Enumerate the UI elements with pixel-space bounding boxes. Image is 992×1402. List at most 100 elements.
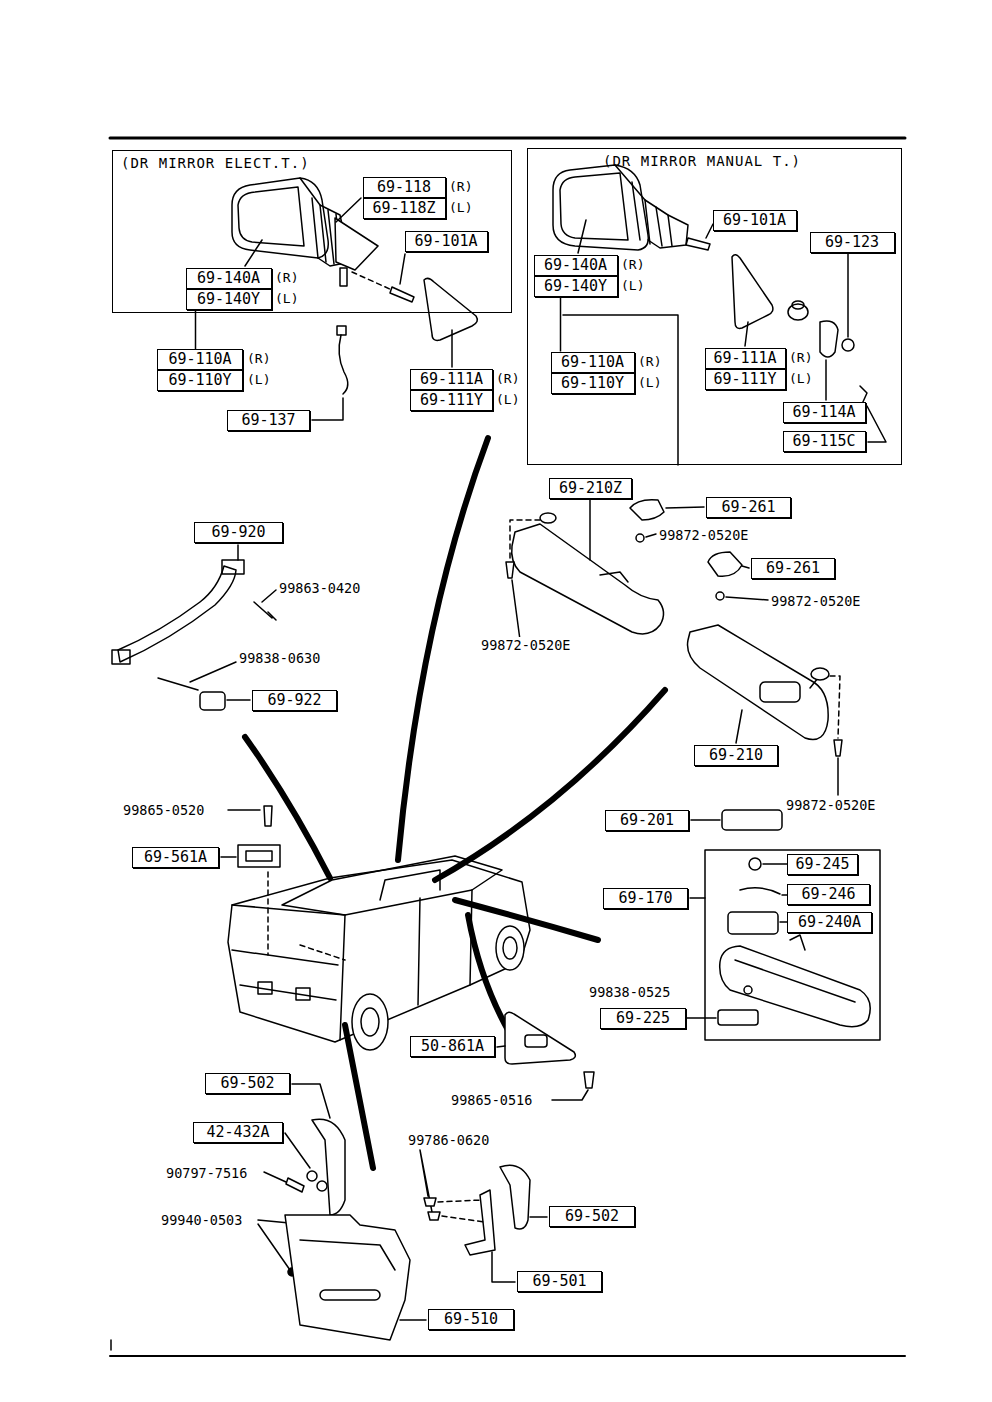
part-number: 99872-0520E	[785, 797, 876, 813]
frame-title: (DR MIRROR MANUAL T.)	[603, 149, 801, 170]
part-number: 69-101A	[409, 232, 482, 250]
part-number: 69-240A	[793, 913, 866, 931]
part-number: 69-118Z	[367, 199, 440, 217]
part-number-box: 69-561A	[132, 847, 219, 868]
manual-mirror-parts	[792, 301, 804, 309]
part-number-box: 69-140Y	[186, 289, 272, 310]
assist-grip-bracket	[254, 602, 276, 620]
side-mark: (L)	[448, 200, 473, 216]
trunk-trim	[300, 1240, 395, 1270]
page-rule	[110, 1355, 905, 1357]
mirror-harness	[339, 335, 348, 394]
room-mirror	[744, 986, 752, 994]
part-number-box: 69-261	[706, 497, 791, 518]
corner-garnish	[424, 278, 477, 340]
part-number-box: 69-140A	[186, 268, 272, 289]
trunk-trim	[286, 1178, 304, 1192]
side-mark: (R)	[246, 351, 271, 367]
room-mirror	[790, 935, 805, 950]
part-number: 69-140A	[539, 256, 612, 274]
part-number-box: 69-140Y	[534, 276, 618, 297]
leader-line	[400, 254, 405, 284]
part-number: 99940-0503	[160, 1212, 243, 1228]
leader-line	[867, 406, 886, 442]
part-number: 69-502	[215, 1074, 279, 1092]
sun-visor	[736, 710, 742, 743]
part-number: 99786-0620	[407, 1132, 490, 1148]
trunk-trim	[258, 1224, 290, 1270]
side-mark: (R)	[495, 371, 520, 387]
side-mark: (R)	[637, 354, 662, 370]
variant-frame: (DR MIRROR ELECT.T.)69-11869-118Z69-140A…	[112, 150, 512, 313]
part-number: 69-561A	[139, 848, 212, 866]
leader-line	[312, 398, 343, 420]
room-mirror	[690, 897, 705, 899]
side-mark: (R)	[788, 350, 813, 366]
trunk-trim	[292, 1084, 330, 1118]
sun-visor	[837, 758, 839, 795]
part-number-box: 69-111A	[410, 369, 493, 390]
trunk-striker	[246, 851, 272, 861]
part-number-box: 69-261	[751, 558, 835, 579]
part-number-box: 69-137	[227, 410, 310, 431]
manual-mirror	[615, 165, 688, 248]
manual-mirror-parts	[732, 255, 773, 329]
part-number-box: 69-922	[252, 690, 337, 711]
side-mark: (L)	[495, 392, 520, 408]
assist-grip-bracket	[190, 662, 236, 682]
part-number-box: 69-170	[603, 888, 688, 909]
car-body	[296, 988, 310, 1000]
electric-mirror-screw	[352, 272, 392, 290]
part-number-box: 69-502	[549, 1206, 635, 1227]
sun-visor	[630, 500, 664, 520]
trunk-trim	[258, 1084, 547, 1340]
sun-visor	[646, 534, 656, 537]
sun-visor	[688, 625, 829, 740]
part-number: 69-502	[560, 1207, 624, 1225]
quarter-garnish	[505, 1012, 575, 1064]
part-number-box: 69-114A	[783, 402, 866, 423]
car-body	[258, 982, 272, 994]
assist-grip-bracket	[158, 678, 198, 690]
trunk-trim	[465, 1190, 495, 1255]
part-number: 69-111A	[708, 349, 781, 367]
part-number: 69-261	[761, 559, 825, 577]
part-number: 99865-0516	[450, 1092, 533, 1108]
car-body	[268, 872, 345, 960]
part-number-box: 69-140A	[534, 255, 618, 276]
sun-visor	[716, 592, 724, 600]
page-rule	[110, 138, 905, 1356]
room-mirror	[705, 850, 880, 1040]
room-mirror	[728, 912, 778, 934]
room-mirror	[722, 810, 782, 830]
part-number: 50-861A	[416, 1037, 489, 1055]
room-mirror	[740, 888, 780, 894]
pointer-arrow	[435, 690, 665, 880]
sun-visor	[830, 676, 840, 738]
leader-line	[451, 330, 453, 367]
manual-mirror	[632, 182, 672, 246]
part-number: 69-140A	[192, 269, 265, 287]
part-number: 69-245	[790, 855, 854, 873]
part-number-box: 69-510	[428, 1309, 514, 1330]
leader-line	[560, 297, 562, 352]
part-number: 69-115C	[787, 432, 860, 450]
trunk-trim	[500, 1165, 530, 1229]
electric-mirror-screw	[390, 287, 414, 302]
electric-mirror	[238, 187, 304, 246]
part-number: 69-101A	[718, 211, 791, 229]
quarter-garnish	[525, 1035, 547, 1047]
part-number: 99863-0420	[278, 580, 361, 596]
trunk-striker	[228, 809, 260, 811]
part-number: 69-501	[527, 1272, 591, 1290]
page-rule	[110, 1340, 112, 1350]
room-mirror	[686, 1017, 716, 1019]
part-number: 99872-0520E	[770, 593, 861, 609]
room-mirror	[780, 921, 787, 923]
part-number-box: 69-201	[605, 810, 689, 831]
quarter-garnish	[497, 1012, 594, 1100]
room-mirror	[718, 1010, 758, 1025]
part-number: 69-201	[615, 811, 679, 829]
leader-line	[336, 198, 361, 222]
